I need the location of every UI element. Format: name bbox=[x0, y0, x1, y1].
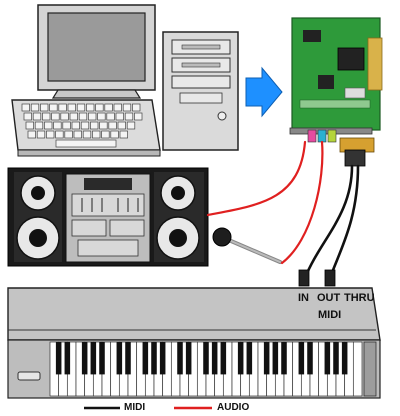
piano-black-key bbox=[177, 342, 183, 375]
keyboard-key bbox=[122, 103, 132, 112]
piano-black-key bbox=[125, 342, 131, 375]
piano-black-key bbox=[142, 342, 149, 375]
cables bbox=[206, 140, 360, 280]
midi-keyboard bbox=[7, 287, 381, 399]
keyboard-key bbox=[46, 130, 55, 139]
keyboard-key bbox=[36, 130, 46, 139]
keyboard-key bbox=[86, 103, 95, 112]
midi-cable-out bbox=[328, 164, 360, 280]
piano-black-key bbox=[298, 342, 305, 375]
piano-black-key bbox=[211, 342, 218, 375]
keyboard-key bbox=[95, 103, 104, 112]
keyboard-key bbox=[92, 130, 101, 139]
keyboard-key bbox=[78, 112, 88, 121]
keyboard-key bbox=[23, 112, 32, 121]
piano-black-key bbox=[324, 342, 331, 375]
piano-black-key bbox=[151, 342, 157, 375]
keyboard-key bbox=[73, 130, 82, 139]
keyboard-key bbox=[80, 121, 90, 130]
keyboard-key bbox=[67, 103, 76, 112]
midi-in-label: IN bbox=[298, 292, 309, 304]
piano-black-key bbox=[159, 342, 166, 375]
keyboard-key bbox=[134, 112, 143, 121]
sound-card bbox=[289, 17, 383, 167]
keyboard-key bbox=[104, 103, 113, 112]
piano-black-key bbox=[203, 342, 209, 375]
keyboard-key bbox=[108, 121, 117, 130]
keyboard-key bbox=[25, 121, 34, 130]
keyboard-key bbox=[119, 130, 128, 139]
keyboard-key bbox=[99, 121, 108, 130]
piano-black-key bbox=[246, 342, 253, 375]
pc-tower bbox=[162, 31, 239, 151]
piano-black-key bbox=[263, 342, 270, 375]
piano-black-key bbox=[272, 342, 279, 375]
keyboard-key bbox=[113, 103, 122, 112]
piano-white-key bbox=[352, 341, 363, 397]
arrow-icon bbox=[245, 66, 283, 118]
spacebar-key bbox=[55, 139, 117, 148]
keyboard-key bbox=[27, 130, 36, 139]
piano-black-key bbox=[55, 342, 62, 375]
legend-midi-label: MIDI bbox=[124, 402, 146, 413]
computer-keyboard bbox=[11, 99, 161, 157]
keyboard-key bbox=[124, 112, 134, 121]
keyboard-key bbox=[115, 112, 124, 121]
piano-black-key bbox=[333, 342, 339, 375]
piano-black-key bbox=[220, 342, 227, 375]
piano-black-key bbox=[81, 342, 88, 375]
keyboard-key bbox=[21, 103, 30, 112]
keyboard-key bbox=[34, 121, 44, 130]
keyboard-key bbox=[106, 112, 115, 121]
keyboard-key bbox=[55, 130, 64, 139]
keyboard-key bbox=[69, 112, 78, 121]
piano-black-key bbox=[307, 342, 313, 375]
keyboard-key bbox=[71, 121, 80, 130]
piano-black-key bbox=[90, 342, 97, 375]
keyboard-key bbox=[51, 112, 60, 121]
keyboard-key bbox=[44, 121, 53, 130]
piano-black-key bbox=[185, 342, 192, 375]
piano-black-key bbox=[281, 342, 287, 375]
piano-black-key bbox=[64, 342, 71, 375]
keyboard-key bbox=[126, 121, 136, 130]
keyboard-key bbox=[110, 130, 119, 139]
audio-cable-stereo bbox=[206, 140, 307, 217]
midi-ports-label: MIDI bbox=[318, 309, 342, 321]
piano-black-key bbox=[341, 342, 348, 375]
keyboard-key bbox=[64, 130, 73, 139]
keyboard-key bbox=[58, 103, 67, 112]
piano-black-key bbox=[237, 342, 244, 375]
midi-thru-label: THRU bbox=[344, 292, 375, 304]
keyboard-key bbox=[90, 121, 99, 130]
keyboard-key bbox=[62, 121, 71, 130]
midi-out-label: OUT bbox=[317, 292, 341, 304]
keyboard-key bbox=[60, 112, 69, 121]
keyboard-key bbox=[30, 103, 40, 112]
keyboard-key bbox=[42, 112, 51, 121]
keyboard-key bbox=[82, 130, 92, 139]
monitor bbox=[37, 4, 156, 99]
keyboard-key bbox=[40, 103, 49, 112]
keyboard-key bbox=[88, 112, 97, 121]
keyboard-key bbox=[97, 112, 106, 121]
microphone bbox=[212, 227, 282, 264]
keyboard-key bbox=[32, 112, 42, 121]
midi-cable-in bbox=[303, 164, 354, 280]
keyboard-key bbox=[53, 121, 62, 130]
keyboard-key bbox=[49, 103, 58, 112]
audio-cable-mic bbox=[280, 140, 324, 265]
midi-plugs bbox=[298, 269, 336, 287]
keyboard-key bbox=[101, 130, 110, 139]
keyboard-key bbox=[132, 103, 141, 112]
piano-black-key bbox=[99, 342, 105, 375]
piano-black-key bbox=[116, 342, 123, 375]
keyboard-key bbox=[76, 103, 86, 112]
stereo-system bbox=[7, 167, 209, 267]
legend-audio-label: AUDIO bbox=[217, 402, 250, 413]
keyboard-key bbox=[117, 121, 126, 130]
